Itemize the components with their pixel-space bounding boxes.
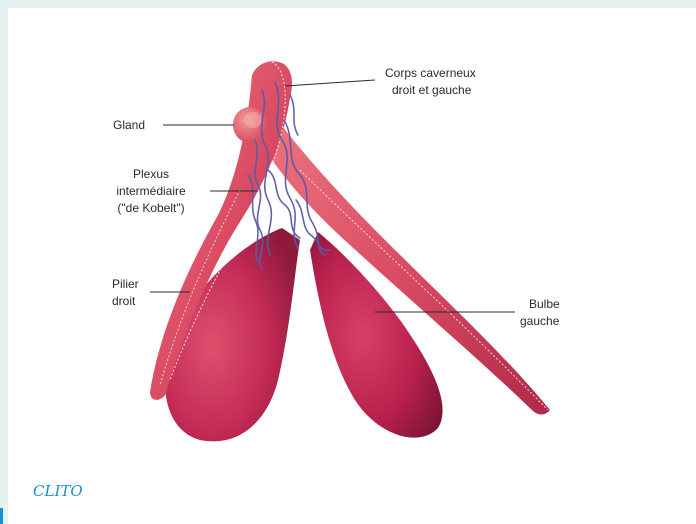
- label-pilier-line1: Pilier: [112, 276, 139, 293]
- blue-accent-bar: [0, 508, 3, 524]
- label-plexus-line2: intermédiaire: [96, 183, 206, 200]
- label-corps-caverneux: Corps caverneux droit et gauche: [385, 65, 476, 99]
- label-corps-line1: Corps caverneux: [385, 65, 476, 82]
- label-corps-line2: droit et gauche: [385, 82, 476, 99]
- label-pilier-line2: droit: [112, 293, 139, 310]
- anatomy-diagram: [0, 0, 696, 470]
- label-gland: Gland: [113, 117, 145, 134]
- label-pilier: Pilier droit: [112, 276, 139, 310]
- label-bulbe-line2: gauche: [520, 313, 560, 330]
- leader-corps: [285, 80, 375, 86]
- label-bulbe-line1: Bulbe: [520, 296, 560, 313]
- label-bulbe: Bulbe gauche: [520, 296, 560, 330]
- label-plexus-line1: Plexus: [96, 166, 206, 183]
- figure-caption: CLITO: [33, 482, 83, 500]
- label-plexus-line3: ("de Kobelt"): [96, 200, 206, 217]
- label-plexus: Plexus intermédiaire ("de Kobelt"): [96, 166, 206, 217]
